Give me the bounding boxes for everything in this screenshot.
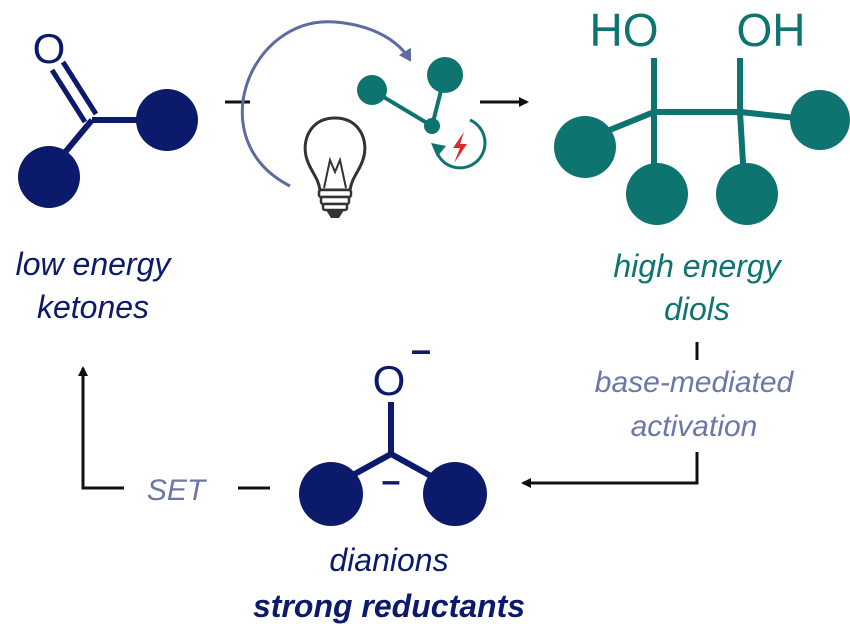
- diol-substituent-lower-left: [626, 163, 688, 225]
- diol-structure: HO OH: [554, 4, 850, 225]
- diol-substituent-far-left: [554, 116, 616, 178]
- activation-label-line1: base-mediated: [595, 366, 795, 399]
- rotating-arrow-icon: [434, 118, 487, 170]
- diol-oh-right: OH: [737, 4, 806, 56]
- dianion-oxygen-label: O: [373, 357, 406, 404]
- ketone-double-bond-b: [60, 60, 99, 116]
- set-label: SET: [147, 474, 208, 507]
- ketone-caption-line2: ketones: [37, 289, 149, 325]
- lightbulb-icon: [303, 116, 367, 218]
- catalyst-atom-left: [357, 75, 387, 105]
- diol-substituent-far-right: [790, 90, 850, 150]
- catalyst-atom-top: [427, 57, 463, 93]
- ketone-substituent-right: [136, 89, 198, 151]
- ketone-double-bond-a: [49, 68, 88, 124]
- diol-oh-left: HO: [590, 4, 659, 56]
- dianion-substituent-left: [299, 462, 363, 526]
- dianion-structure: O – –: [299, 329, 487, 526]
- dianion-caption-line1: dianions: [329, 542, 448, 578]
- dianion-caption-line2: strong reductants: [253, 588, 525, 624]
- activation-arrow: [521, 452, 699, 488]
- ketone-substituent-left: [18, 146, 80, 208]
- diol-substituent-lower-right: [716, 163, 778, 225]
- lightning-icon: [453, 132, 467, 163]
- activation-label-line2: activation: [631, 410, 758, 443]
- ketone-caption-line1: low energy: [16, 246, 173, 282]
- dianion-carbon-charge: –: [382, 462, 401, 500]
- diol-caption-line1: high energy: [613, 248, 782, 284]
- photocatalyst-molecule: [357, 57, 487, 170]
- ketone-oxygen-label: O: [33, 25, 66, 72]
- rotating-arrow-head: [431, 143, 446, 157]
- ketone-structure: O: [18, 25, 198, 208]
- set-arrow: [78, 366, 124, 490]
- catalyst-atom-center: [424, 118, 440, 134]
- dianion-substituent-right: [423, 462, 487, 526]
- dianion-oxygen-charge: –: [411, 329, 431, 370]
- light-curved-arrow: [240, 20, 412, 188]
- diol-caption-line2: diols: [664, 291, 730, 327]
